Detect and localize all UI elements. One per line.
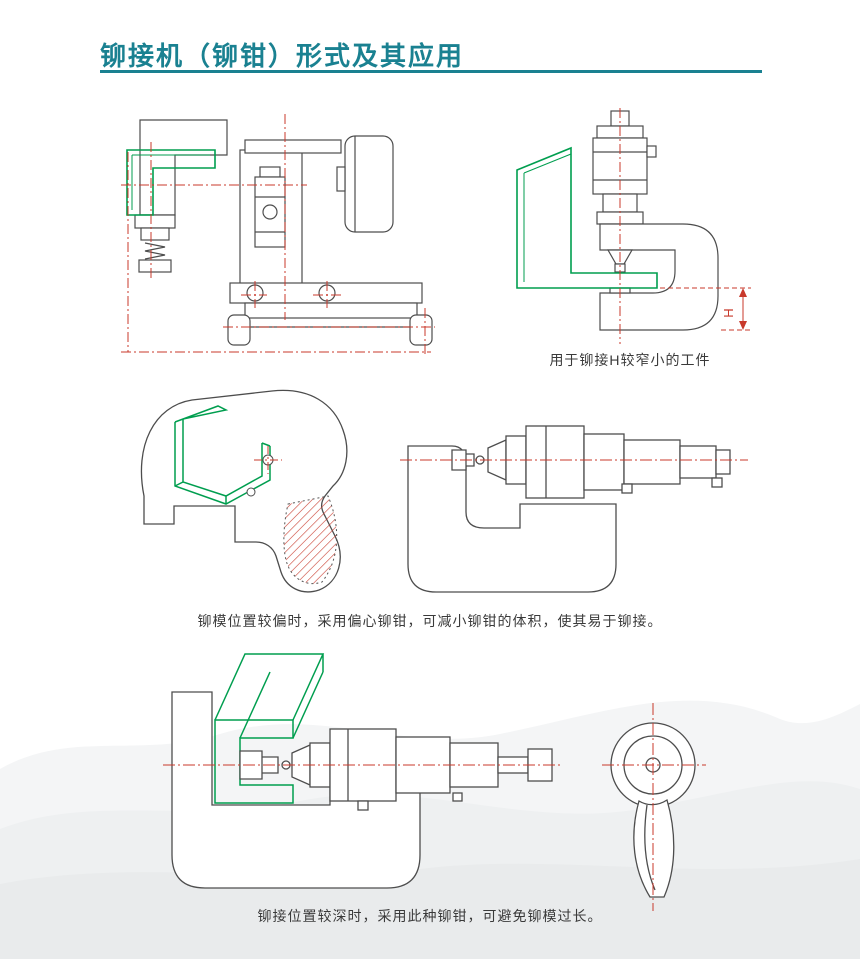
bolt [452, 792, 463, 802]
narrow-clamp-drawing: H [516, 108, 751, 344]
hole-small [246, 487, 256, 497]
rivet-die-hatched-area [283, 495, 338, 585]
caption-deep-clamp: 铆接位置较深时，采用此种铆钳，可避免铆模过长。 [257, 908, 603, 924]
motor [344, 135, 394, 233]
c-frame [599, 223, 719, 331]
machine-body [134, 119, 433, 346]
bolt [711, 477, 723, 488]
figure-eccentric-clamp [400, 420, 750, 600]
title-underline [100, 70, 762, 73]
dimension-H [619, 108, 751, 344]
deep-clamp-drawing [163, 653, 706, 911]
centerlines [121, 114, 435, 356]
clamp-body [592, 110, 719, 331]
riveter-assembly [239, 728, 553, 811]
caption-eccentric-clamp: 铆模位置较偏时，采用偏心铆钳，可减小铆钳的体积，使其易于铆接。 [197, 613, 663, 629]
hole-centerlines [254, 446, 282, 474]
cylinder-body [525, 425, 585, 499]
workpiece-bracket [126, 149, 216, 216]
clamp-body [407, 425, 731, 593]
offset-housing-drawing [140, 389, 348, 593]
machine-front-view-drawing [121, 114, 435, 356]
side-view-centerlines [602, 703, 706, 911]
eccentric-clamp-drawing [400, 425, 748, 593]
wheel-right [409, 314, 433, 346]
workpiece-angle [516, 146, 658, 289]
wheel-left [227, 314, 251, 346]
side-view [610, 722, 696, 898]
figure-deep-clamp [158, 645, 718, 915]
dimension-label: H [721, 308, 736, 317]
workpiece-channel [214, 653, 325, 804]
figure-offset-housing [120, 386, 365, 606]
workpiece-channel [174, 405, 271, 505]
bolt [621, 483, 633, 494]
lever [633, 798, 675, 898]
figure-machine-front-view [115, 112, 445, 362]
bolt [357, 800, 369, 811]
caption-narrow-workpiece: 用于铆接H较窄小的工件 [549, 352, 711, 368]
page-title: 铆接机（铆钳）形式及其应用 [100, 41, 465, 71]
figure-narrow-workpiece-clamp: H [505, 108, 755, 348]
